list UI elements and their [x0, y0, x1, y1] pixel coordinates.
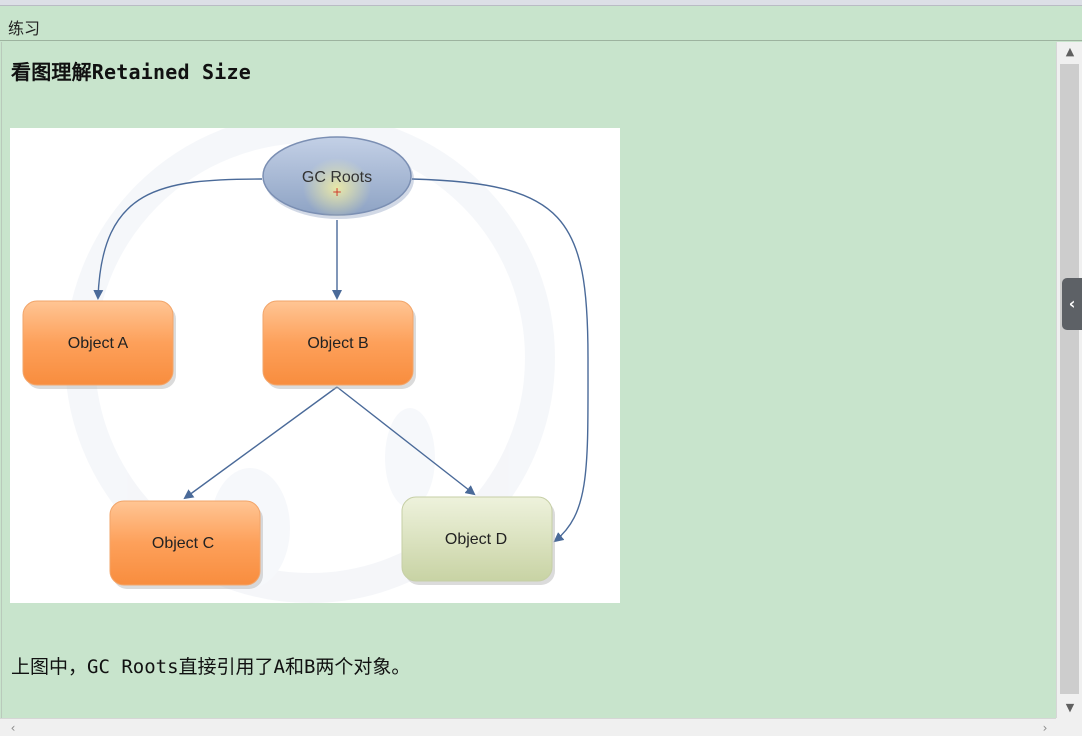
window-top-border [0, 0, 1082, 6]
node-object-b-label: Object B [307, 335, 368, 352]
edge-root-to-d [411, 178, 589, 543]
node-object-c-label: Object C [152, 535, 214, 552]
node-object-a: Object A [22, 300, 176, 389]
node-gc-roots: GC Roots + [262, 136, 414, 219]
cursor-cross-icon: + [332, 185, 342, 199]
diagram-caption: 上图中，GC Roots直接引用了A和B两个对象。 [11, 656, 411, 678]
scroll-down-icon[interactable]: ▼ [1065, 701, 1075, 714]
content-area: 看图理解Retained Size [1, 42, 1056, 718]
vertical-scroll-thumb[interactable] [1060, 64, 1079, 694]
scroll-right-icon[interactable]: › [1042, 721, 1048, 735]
edge-root-to-a [93, 178, 263, 300]
node-object-c: Object C [109, 500, 263, 589]
diagram-svg: GC Roots + Object A Object B Object C [22, 113, 589, 603]
scroll-up-icon[interactable]: ▲ [1065, 45, 1075, 58]
horizontal-scrollbar[interactable]: ‹ › [0, 718, 1056, 736]
side-panel-toggle[interactable]: ‹ [1062, 278, 1082, 330]
node-gc-roots-label: GC Roots [302, 169, 372, 186]
vertical-scrollbar[interactable]: ▲ ▼ [1056, 42, 1082, 718]
diagram-edges [93, 178, 589, 543]
node-object-d: Object D [401, 496, 555, 585]
edge-b-to-c [183, 386, 338, 500]
window-title: 练习 [8, 19, 41, 38]
scrollbar-corner [1056, 718, 1082, 736]
scroll-left-icon[interactable]: ‹ [10, 721, 16, 735]
node-object-d-label: Object D [445, 531, 507, 548]
title-bar: 练习 [0, 6, 1082, 41]
edge-b-to-d [336, 386, 476, 496]
page-heading: 看图理解Retained Size [11, 60, 251, 84]
chevron-left-icon: ‹ [1068, 294, 1076, 313]
node-object-a-label: Object A [68, 335, 129, 352]
retained-size-diagram: GC Roots + Object A Object B Object C [10, 113, 620, 603]
node-object-b: Object B [262, 300, 416, 389]
